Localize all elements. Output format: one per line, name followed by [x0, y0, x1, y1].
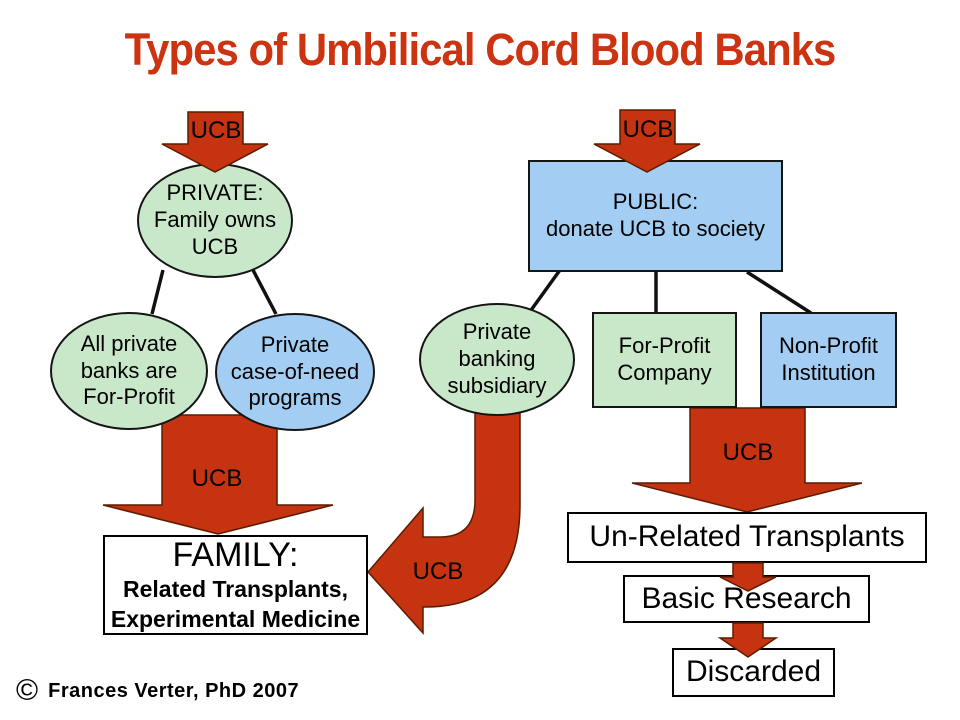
- node-non-profit-institution: Non-Profit Institution: [760, 312, 897, 408]
- curved-arrow-subsidiary-to-family: [367, 409, 521, 635]
- ucb-label-from-subsidiary: UCB: [412, 558, 464, 585]
- footer-credit: © Frances Verter, PhD 2007: [16, 674, 299, 708]
- node-unrelated-transplants: Un-Related Transplants: [567, 512, 927, 563]
- ucb-label-to-unrelated: UCB: [722, 439, 774, 466]
- node-case-of-need-label: Private case-of-need programs: [230, 331, 360, 411]
- node-banking-subsidiary: Private banking subsidiary: [419, 303, 575, 416]
- node-family-title: FAMILY:: [172, 535, 299, 574]
- connector-public-to-nonprofit: [746, 270, 812, 315]
- node-basic-research-label: Basic Research: [641, 581, 852, 615]
- node-family: FAMILY: Related Transplants, Experimenta…: [103, 535, 368, 635]
- node-case-of-need: Private case-of-need programs: [215, 313, 375, 431]
- node-all-private-banks: All private banks are For-Profit: [50, 312, 208, 430]
- ucb-label-to-public: UCB: [622, 116, 674, 143]
- ucb-label-to-family: UCB: [191, 465, 243, 492]
- node-private-label: PRIVATE: Family owns UCB: [153, 180, 277, 259]
- node-public-label: PUBLIC: donate UCB to society: [546, 189, 765, 241]
- node-public: PUBLIC: donate UCB to society: [528, 160, 783, 272]
- node-for-profit-company: For-Profit Company: [592, 312, 737, 408]
- footer-credit-text: Frances Verter, PhD 2007: [48, 679, 300, 702]
- page-title: Types of Umbilical Cord Blood Banks: [124, 24, 837, 75]
- connector-private-to-caseofneed: [251, 269, 278, 315]
- connector-private-to-allprivate: [150, 269, 165, 315]
- node-unrelated-transplants-label: Un-Related Transplants: [589, 520, 905, 554]
- copyright-icon: ©: [16, 674, 39, 707]
- node-private: PRIVATE: Family owns UCB: [137, 163, 293, 278]
- node-family-subtitle: Related Transplants, Experimental Medici…: [110, 575, 361, 632]
- node-all-private-banks-label: All private banks are For-Profit: [80, 330, 178, 410]
- ucb-label-to-private: UCB: [190, 117, 242, 144]
- node-non-profit-institution-label: Non-Profit Institution: [778, 333, 879, 385]
- node-basic-research: Basic Research: [623, 575, 870, 623]
- node-discarded-label: Discarded: [685, 655, 822, 689]
- node-discarded: Discarded: [672, 648, 835, 697]
- connector-public-to-subsidiary: [527, 268, 562, 315]
- node-for-profit-company-label: For-Profit Company: [617, 333, 712, 385]
- node-banking-subsidiary-label: Private banking subsidiary: [447, 319, 547, 398]
